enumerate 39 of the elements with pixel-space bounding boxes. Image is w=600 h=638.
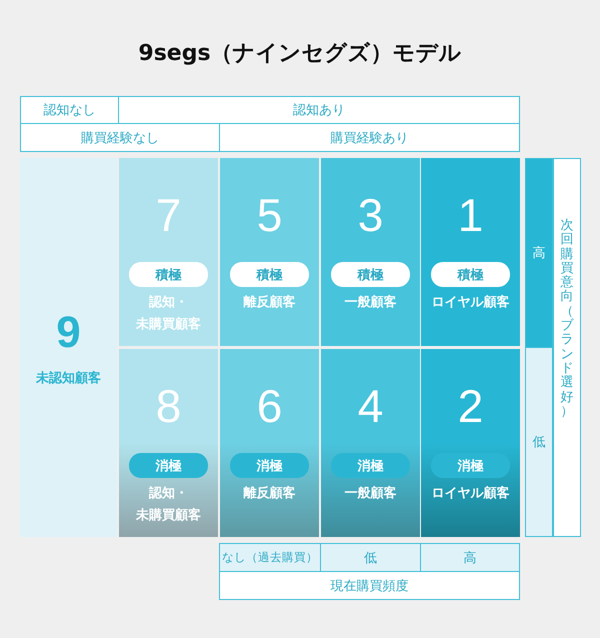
header-cell: なし（過去購買） xyxy=(219,543,321,572)
status-badge: 積極 xyxy=(331,262,410,287)
segment-number: 6 xyxy=(256,383,284,429)
segment-number: 3 xyxy=(356,192,384,238)
segment-name: 認知・未購買顧客 xyxy=(135,485,202,525)
axis-title-cell xyxy=(553,158,581,537)
segment-name: 離反顧客 xyxy=(242,484,296,503)
segment-name: 一般顧客 xyxy=(344,484,398,503)
segment-name: 未認知顧客 xyxy=(35,370,102,387)
scale-cell: 低 xyxy=(525,347,553,537)
status-badge: 消極 xyxy=(129,453,208,478)
header-cell: 購買経験あり xyxy=(219,123,520,152)
segment-number: 9 xyxy=(55,308,82,358)
segment-number: 8 xyxy=(154,383,182,429)
segment-number: 5 xyxy=(256,192,284,238)
segment-name: ロイヤル顧客 xyxy=(430,484,510,503)
header-cell: 購買経験なし xyxy=(20,123,220,152)
scale-cell: 高 xyxy=(525,158,553,348)
segment-name: 認知・未購買顧客 xyxy=(135,294,202,334)
axis-title: 次回購買意向（ブランド選好） xyxy=(560,219,574,421)
segment-name: 一般顧客 xyxy=(344,294,398,312)
segment-number: 7 xyxy=(154,192,182,238)
header-cell: 現在購買頻度 xyxy=(219,571,520,600)
status-badge: 積極 xyxy=(129,262,208,287)
segment-number: 2 xyxy=(456,383,484,429)
header-cell: 低 xyxy=(320,543,421,572)
status-badge: 消極 xyxy=(431,453,510,478)
segment-name: 離反顧客 xyxy=(242,294,296,312)
segment-name: ロイヤル顧客 xyxy=(430,294,510,312)
header-cell: 高 xyxy=(420,543,520,572)
status-badge: 消極 xyxy=(230,453,309,478)
segment-number: 4 xyxy=(356,383,384,429)
title: 9segs（ナインセグズ）モデル xyxy=(137,40,463,68)
header-cell: 認知あり xyxy=(118,96,520,124)
status-badge: 積極 xyxy=(230,262,309,287)
status-badge: 積極 xyxy=(431,262,510,287)
segment-number: 1 xyxy=(456,192,484,238)
status-badge: 消極 xyxy=(331,453,410,478)
header-cell: 認知なし xyxy=(20,96,119,124)
